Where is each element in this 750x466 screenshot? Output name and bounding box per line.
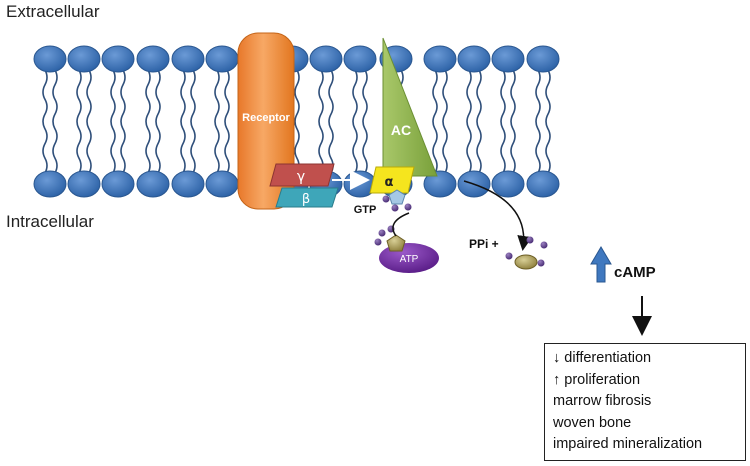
lipid-tail <box>76 69 82 174</box>
lipid-head <box>423 170 457 198</box>
ppi-label: PPi + <box>469 237 499 251</box>
lipid-tail <box>190 69 196 174</box>
alpha-label: α <box>385 175 394 190</box>
lipid-tail <box>214 69 220 174</box>
lipid-bilayer <box>33 45 560 198</box>
lipid-tail <box>442 69 448 174</box>
gtp-label: GTP <box>354 204 377 216</box>
effects-box: ↓ differentiation ↑ proliferation marrow… <box>544 343 746 461</box>
lipid-tail <box>328 69 334 174</box>
effect-item: marrow fibrosis <box>553 393 652 409</box>
lipid-head <box>136 170 170 198</box>
lipid-head <box>101 45 135 73</box>
receptor-label: Receptor <box>242 112 290 124</box>
lipid-head <box>526 45 560 73</box>
extracellular-label: Extracellular <box>6 2 100 21</box>
beta-label: β <box>302 192 310 207</box>
lipid-head <box>33 170 67 198</box>
lipid-tail <box>432 69 438 174</box>
lipid-tail <box>180 69 186 174</box>
g-protein-alpha: α <box>369 166 415 194</box>
effect-item: ↓ differentiation <box>553 350 652 366</box>
lipid-head <box>423 45 457 73</box>
lipid-tail <box>120 69 126 174</box>
lipid-head <box>101 170 135 198</box>
lipid-tail <box>52 69 58 174</box>
lipid-tail <box>145 69 151 174</box>
lipid-head <box>457 45 491 73</box>
effect-item: ↑ proliferation <box>553 371 641 388</box>
gamma-label: γ <box>297 169 305 185</box>
lipid-tail <box>224 69 230 174</box>
lipid-tail <box>110 69 116 174</box>
lipid-tail <box>535 69 541 174</box>
lipid-head <box>136 45 170 73</box>
lipid-tail <box>510 69 516 174</box>
conversion-arrow <box>463 180 533 251</box>
lipid-head <box>171 170 205 198</box>
lipid-tail <box>86 69 92 174</box>
lipid-head <box>526 170 560 198</box>
lipid-tail <box>362 69 368 174</box>
lipid-tail <box>294 69 300 174</box>
lipid-tail <box>352 69 358 174</box>
lipid-head <box>343 45 377 73</box>
up-arrow-icon <box>590 246 612 283</box>
ac-label: AC <box>391 122 411 138</box>
g-protein-beta: β <box>275 187 339 208</box>
intracellular-label: Intracellular <box>6 212 94 231</box>
lipid-tail <box>42 69 48 174</box>
lipid-head <box>491 45 525 73</box>
atp-binding-arc <box>392 212 410 237</box>
lipid-tail <box>476 69 482 174</box>
effect-item: woven bone <box>553 414 632 431</box>
lipid-tail <box>545 69 551 174</box>
lipid-tail <box>318 69 324 174</box>
lipid-head <box>171 45 205 73</box>
lipid-head <box>309 45 343 73</box>
lipid-head <box>491 170 525 198</box>
gtp-molecule: GTP <box>354 189 412 216</box>
lipid-tail <box>155 69 161 174</box>
camp-label: cAMP <box>614 264 656 281</box>
atp-label: ATP <box>400 254 419 265</box>
lipid-head <box>205 45 239 73</box>
effect-item: impaired mineralization <box>553 436 703 452</box>
lipid-tail <box>500 69 506 174</box>
lipid-head <box>205 170 239 198</box>
g-protein-gamma: γ <box>269 163 335 187</box>
lipid-head <box>67 170 101 198</box>
ppi-product: PPi + <box>469 236 548 270</box>
atp-molecule: ATP <box>374 225 439 273</box>
camp-increase: cAMP <box>590 246 656 283</box>
lipid-head <box>67 45 101 73</box>
lipid-tail <box>466 69 472 174</box>
lipid-head <box>33 45 67 73</box>
